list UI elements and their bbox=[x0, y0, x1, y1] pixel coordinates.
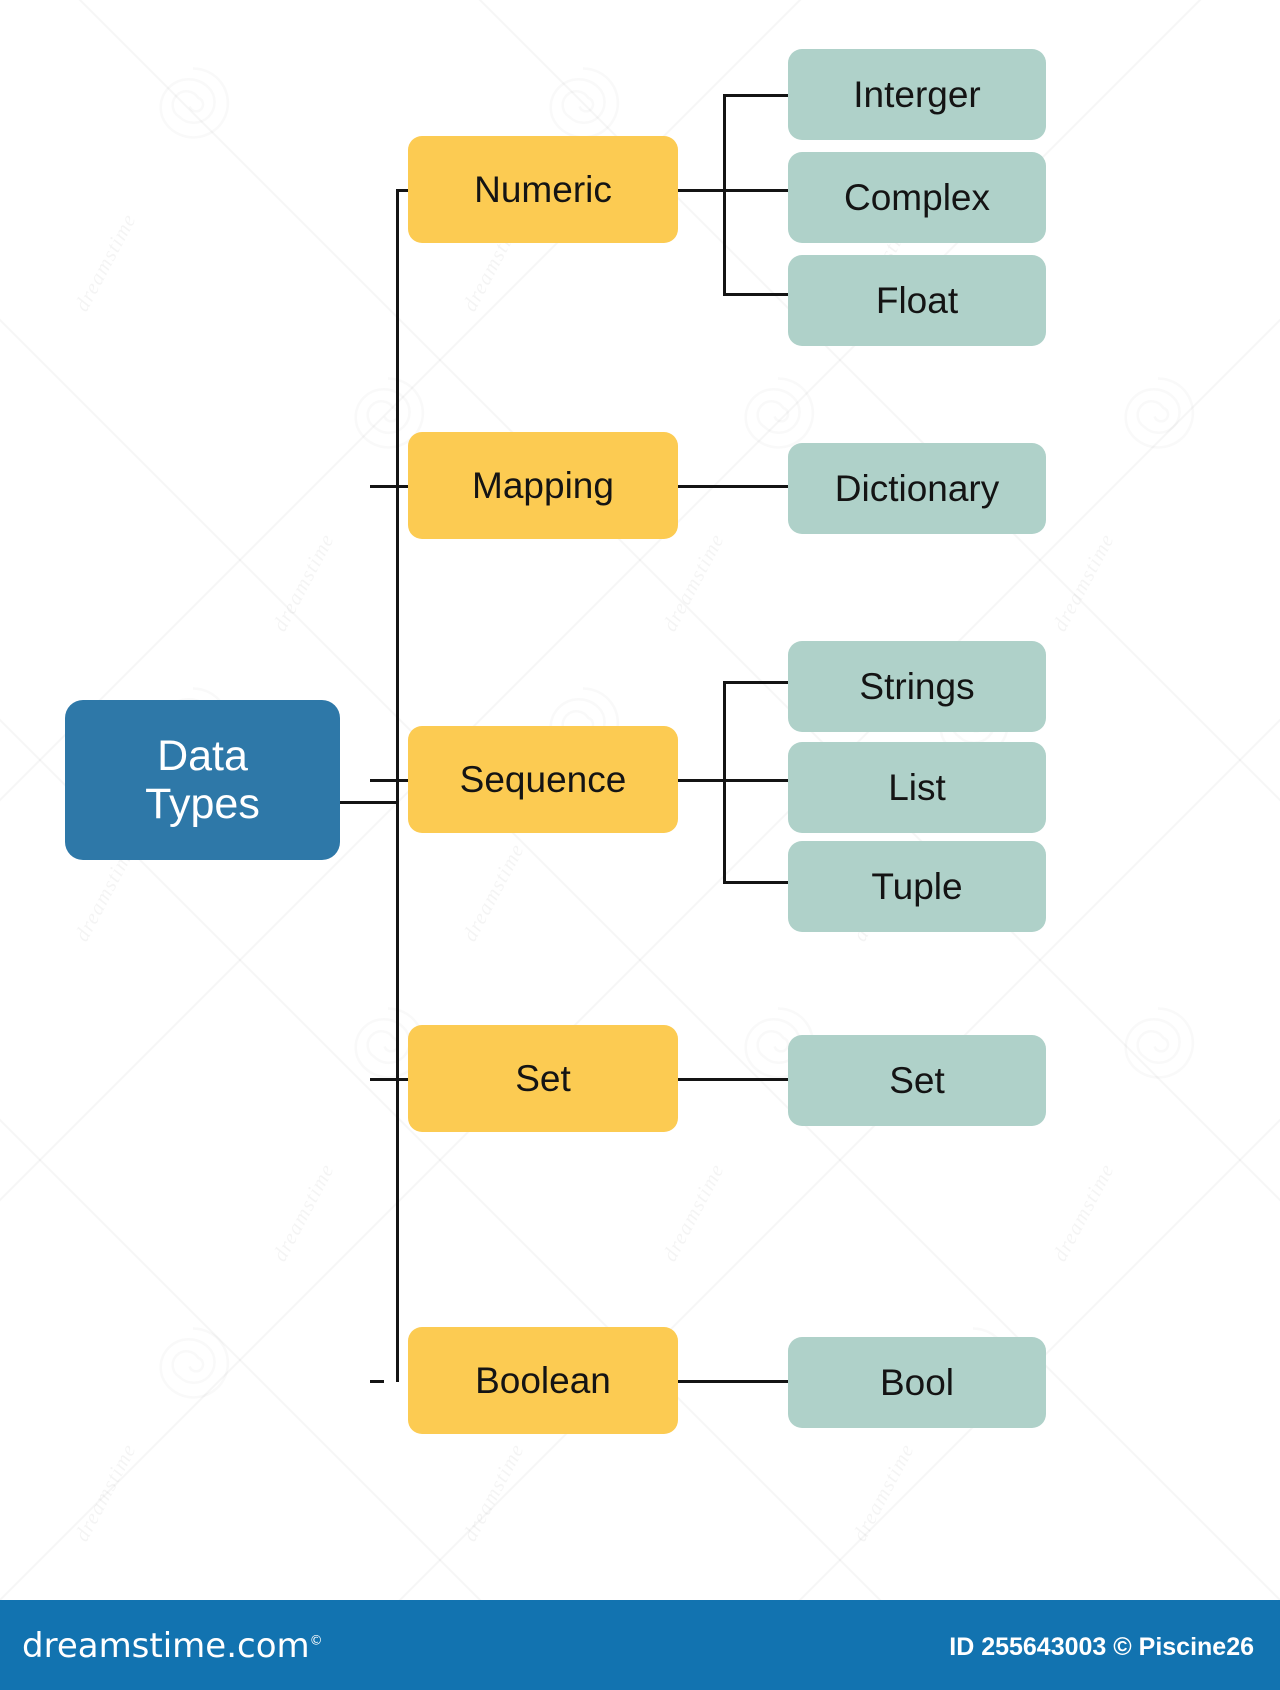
connector-trunk-to-boolean bbox=[370, 1380, 384, 1383]
root-label-line2: Types bbox=[145, 780, 260, 828]
root-label-line1: Data bbox=[157, 731, 248, 780]
connector-numeric-to-complex bbox=[723, 189, 789, 192]
node-leaf-tuple[interactable]: Tuple bbox=[788, 841, 1046, 932]
node-leaf-float[interactable]: Float bbox=[788, 255, 1046, 346]
node-leaf-set[interactable]: Set bbox=[788, 1035, 1046, 1126]
connector-sequence-to-list bbox=[723, 779, 789, 782]
tree-diagram: Data Types Numeric Mapping Sequence Set … bbox=[65, 49, 1046, 1434]
leaf-label-list: List bbox=[888, 766, 946, 808]
branch-label-set: Set bbox=[515, 1057, 571, 1099]
node-branch-numeric[interactable]: Numeric bbox=[408, 136, 678, 243]
connector-trunk-to-sequence bbox=[370, 779, 410, 782]
connector-numeric-spine bbox=[723, 94, 726, 296]
connector-root-to-trunk bbox=[340, 801, 398, 804]
node-leaf-dictionary[interactable]: Dictionary bbox=[788, 443, 1046, 534]
leaf-label-complex: Complex bbox=[844, 176, 990, 218]
connector-sequence-spine bbox=[723, 681, 726, 883]
branch-label-sequence: Sequence bbox=[459, 758, 627, 800]
leaf-label-interger: Interger bbox=[853, 73, 981, 115]
connector-set-to-set bbox=[678, 1078, 789, 1081]
leaf-label-tuple: Tuple bbox=[871, 865, 963, 907]
node-leaf-interger[interactable]: Interger bbox=[788, 49, 1046, 140]
connector-numeric-stem bbox=[678, 189, 726, 192]
node-leaf-complex[interactable]: Complex bbox=[788, 152, 1046, 243]
branch-label-boolean: Boolean bbox=[475, 1359, 611, 1401]
dreamstime-logo[interactable]: dreamstime.com© bbox=[22, 1626, 323, 1666]
connector-sequence-to-tuple bbox=[723, 881, 789, 884]
node-leaf-strings[interactable]: Strings bbox=[788, 641, 1046, 732]
connector-mapping-to-dictionary bbox=[678, 485, 789, 488]
branch-label-mapping: Mapping bbox=[472, 464, 614, 506]
node-branch-sequence[interactable]: Sequence bbox=[408, 726, 678, 833]
connector-trunk-to-mapping bbox=[370, 485, 410, 488]
connector-boolean-to-bool bbox=[678, 1380, 789, 1383]
connector-sequence-stem bbox=[678, 779, 726, 782]
connector-trunk-to-set bbox=[370, 1078, 410, 1081]
connector-sequence-to-strings bbox=[723, 681, 789, 684]
connector-trunk-to-numeric bbox=[396, 189, 410, 192]
leaf-label-bool: Bool bbox=[879, 1361, 955, 1403]
node-root-data-types[interactable]: Data Types bbox=[65, 700, 340, 860]
leaf-label-set: Set bbox=[889, 1059, 945, 1101]
branch-label-numeric: Numeric bbox=[474, 168, 612, 210]
image-credit: ID 255643003 © Piscine26 bbox=[949, 1633, 1254, 1661]
node-leaf-bool[interactable]: Bool bbox=[788, 1337, 1046, 1428]
connector-trunk-vertical bbox=[396, 190, 399, 1382]
copyright-superscript: © bbox=[309, 1633, 323, 1649]
leaf-label-dictionary: Dictionary bbox=[834, 467, 1000, 509]
node-branch-boolean[interactable]: Boolean bbox=[408, 1327, 678, 1434]
leaf-label-strings: Strings bbox=[859, 665, 975, 707]
leaf-label-float: Float bbox=[875, 279, 959, 321]
node-leaf-list[interactable]: List bbox=[788, 742, 1046, 833]
node-branch-set[interactable]: Set bbox=[408, 1025, 678, 1132]
connector-numeric-to-float bbox=[723, 293, 789, 296]
node-branch-mapping[interactable]: Mapping bbox=[408, 432, 678, 539]
dreamstime-logo-text: dreamstime.com bbox=[22, 1626, 310, 1666]
connector-numeric-to-interger bbox=[723, 94, 789, 97]
stock-footer-bar: dreamstime.com© ID 255643003 © Piscine26 bbox=[0, 1600, 1280, 1690]
